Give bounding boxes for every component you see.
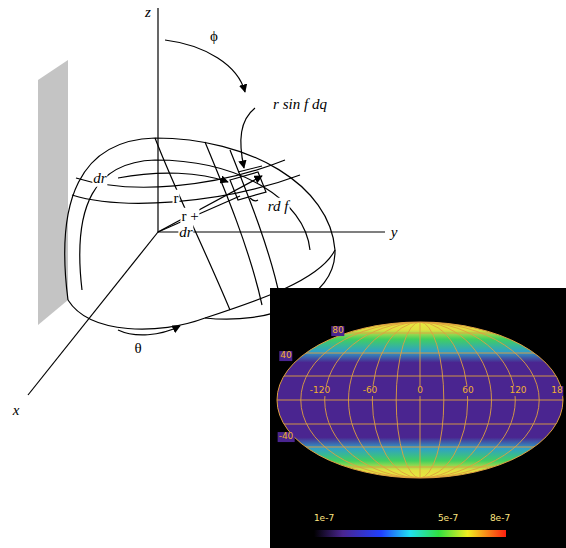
grid-label: -40 (278, 432, 295, 442)
grid-label: 40 (279, 351, 292, 361)
colorbar-tick: 5e-7 (437, 514, 459, 524)
colorbar-tick: 8e-7 (489, 514, 511, 524)
axis-label: rd f (267, 198, 290, 215)
grid-label: -60 (362, 386, 379, 396)
axis-label: y (390, 224, 399, 241)
axis-label: dr (92, 170, 107, 187)
colorbar-tick: 1e-7 (313, 514, 335, 524)
grid-label: 60 (461, 386, 474, 396)
axis-label: r + (180, 208, 199, 225)
grid-label: 120 (508, 386, 527, 396)
grid-label: 18 (550, 386, 563, 396)
axis-label: θ (133, 340, 142, 357)
axis-label: z (144, 4, 152, 21)
axis-label: r sin f dq (272, 96, 328, 113)
axis-label: x (12, 402, 21, 419)
grid-label: 80 (331, 326, 344, 336)
axis-label: ϕ (209, 28, 219, 45)
grid-label: -120 (309, 386, 331, 396)
axis-label: r (173, 190, 180, 207)
axis-label: dr (178, 224, 193, 241)
grid-label: 0 (416, 386, 424, 396)
